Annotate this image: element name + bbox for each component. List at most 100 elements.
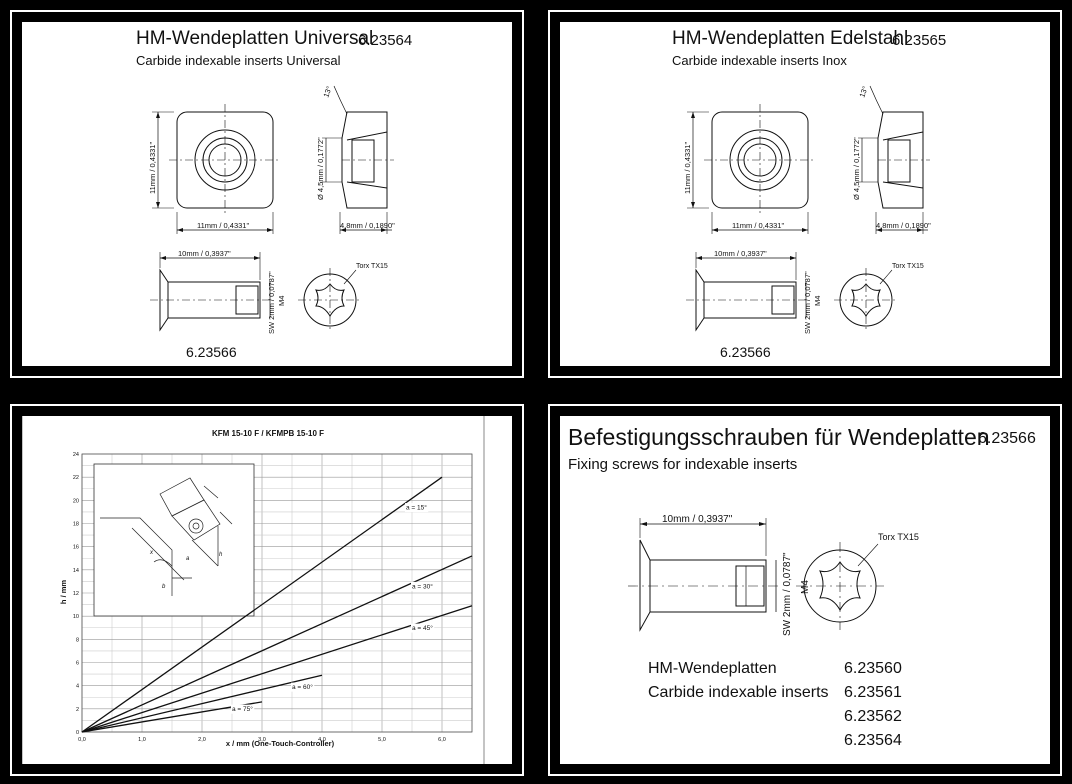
torx-label: Torx TX15: [356, 263, 388, 270]
angle-label: 13°: [321, 85, 333, 99]
drawing-sheet: HM-Wendeplatten Edelstahl 6.23565 Carbid…: [560, 22, 1050, 366]
x-tick-label: 4,0: [318, 737, 326, 743]
y-tick-label: 12: [73, 591, 79, 597]
y-tick-label: 2: [76, 707, 79, 713]
screw-key-label: SW 2mm / 0,0787": [803, 271, 812, 334]
dim-height-label: 11mm / 0,4331": [148, 142, 157, 194]
inset-illustration: x h a b: [93, 463, 255, 617]
x-tick-labels: 0,0 1,0 2,0 3,0 4,0 5,0 6,0: [78, 737, 446, 743]
screw-key-label: SW 2mm / 0,0787": [782, 552, 793, 636]
series-line: [81, 674, 323, 733]
series-label-background: [231, 704, 255, 714]
panel-frame: [548, 404, 1062, 776]
svg-text:a: a: [186, 556, 190, 562]
list-label-de: HM-Wendeplatten: [648, 660, 777, 677]
chart-title: KFM 15-10 F / KFMPB 15-10 F: [212, 429, 324, 438]
y-tick-label: 0: [76, 730, 79, 736]
dim-hole-label: Ø 4,5mm / 0,1772": [316, 137, 325, 200]
screw-length-label: 10mm / 0,3937": [178, 249, 231, 258]
x-tick-label: 5,0: [378, 737, 386, 743]
screw-thread-label: M4: [800, 580, 811, 594]
plot-area: [81, 453, 473, 733]
y-axis-label: h / mm: [59, 580, 68, 605]
y-tick-label: 10: [73, 614, 79, 620]
chart-svg: KFM 15-10 F / KFMPB 15-10 F 024681012141…: [22, 416, 485, 764]
sheet-title: HM-Wendeplatten Edelstahl: [672, 28, 909, 49]
torx-label: Torx TX15: [892, 263, 924, 270]
panel-screws: Befestigungsschrauben für Wendeplatten 6…: [538, 396, 1072, 784]
panel-frame: [10, 404, 524, 776]
panel-frame: [548, 10, 1062, 378]
insert-code-3: 6.23562: [844, 708, 902, 725]
dim-width-label: 11mm / 0,4331": [197, 221, 249, 230]
list-label-en: Carbide indexable inserts: [648, 684, 829, 701]
svg-text:x: x: [149, 550, 154, 556]
y-tick-label: 4: [76, 684, 79, 690]
series-label: a = 45°: [412, 624, 433, 632]
x-tick-label: 6,0: [438, 737, 446, 743]
insert-code-4: 6.23564: [844, 732, 902, 749]
series-label: a = 15°: [406, 504, 427, 512]
sheet-code: 6.23564: [358, 32, 413, 49]
sheet-title: Befestigungsschrauben für Wendeplatten: [568, 424, 990, 450]
x-tick-label: 3,0: [258, 737, 266, 743]
screw-length-label: 10mm / 0,3937": [662, 514, 733, 525]
y-tick-label: 8: [76, 637, 79, 643]
sheet-code: 6.23565: [892, 32, 947, 49]
y-tick-label: 16: [73, 545, 79, 551]
insert-code-1: 6.23560: [844, 660, 902, 677]
svg-text:b: b: [162, 584, 166, 590]
sheet-title: HM-Wendeplatten Universal: [136, 28, 374, 49]
series-label: a = 30°: [412, 582, 433, 590]
torx-label: Torx TX15: [878, 532, 919, 542]
dim-thickness-label: 4,8mm / 0,1890": [876, 221, 931, 230]
series-line: [81, 555, 473, 733]
series-label: a = 75°: [232, 705, 253, 713]
y-tick-label: 14: [73, 568, 79, 574]
y-tick-label: 20: [73, 498, 79, 504]
panel-universal: HM-Wendeplatten Universal 6.23564 Carbid…: [0, 0, 534, 388]
series-line: [81, 605, 473, 733]
insert-drawing: 11mm / 0,4331" 11mm / 0,4331" Ø 4,5mm / …: [683, 85, 931, 334]
y-tick-label: 24: [73, 452, 79, 458]
drawing-sheet: Befestigungsschrauben für Wendeplatten 6…: [560, 416, 1050, 764]
series-labels: a = 15° a = 30° a = 45° a = 60° a = 75°: [231, 503, 435, 714]
screw-drawing: 10mm / 0,3937" SW 2mm / 0,0787" M4 Torx …: [628, 514, 919, 636]
screw-thread-label: M4: [277, 296, 286, 306]
sheet-subtitle: Carbide indexable inserts Universal: [136, 53, 341, 68]
series-label-background: [291, 682, 315, 692]
sheet-subtitle: Carbide indexable inserts Inox: [672, 53, 847, 68]
insert-drawing: 11mm / 0,4331" 11mm / 0,4331" Ø 4,5mm / …: [148, 85, 395, 334]
y-tick-label: 6: [76, 661, 79, 667]
series-label-background: [411, 623, 435, 633]
sheet-subtitle: Fixing screws for indexable inserts: [568, 456, 798, 473]
panel-frame: [10, 10, 524, 378]
angle-label: 13°: [857, 85, 869, 99]
x-tick-label: 0,0: [78, 737, 86, 743]
series-line: [81, 476, 443, 733]
screw-key-label: SW 2mm / 0,0787": [267, 271, 276, 334]
y-tick-label: 18: [73, 522, 79, 528]
x-tick-label: 2,0: [198, 737, 206, 743]
svg-text:h: h: [219, 552, 223, 558]
series-label-background: [405, 503, 429, 513]
series-label: a = 60°: [292, 683, 313, 691]
screw-thread-label: M4: [813, 296, 822, 306]
y-tick-label: 22: [73, 475, 79, 481]
screw-length-label: 10mm / 0,3937": [714, 249, 767, 258]
sheet-code: 6.23566: [978, 430, 1036, 447]
dim-height-label: 11mm / 0,4331": [683, 142, 692, 194]
panel-edelstahl: HM-Wendeplatten Edelstahl 6.23565 Carbid…: [538, 0, 1072, 388]
dim-hole-label: Ø 4,5mm / 0,1772": [852, 137, 861, 200]
series-label-background: [411, 581, 435, 591]
drawing-sheet: HM-Wendeplatten Universal 6.23564 Carbid…: [22, 22, 512, 366]
dim-thickness-label: 4,8mm / 0,1890": [340, 221, 395, 230]
dim-width-label: 11mm / 0,4331": [732, 221, 784, 230]
x-axis-label: x / mm (One-Touch-Controller): [226, 739, 335, 748]
insert-code-2: 6.23561: [844, 684, 902, 701]
screw-code: 6.23566: [720, 344, 771, 360]
x-tick-label: 1,0: [138, 737, 146, 743]
